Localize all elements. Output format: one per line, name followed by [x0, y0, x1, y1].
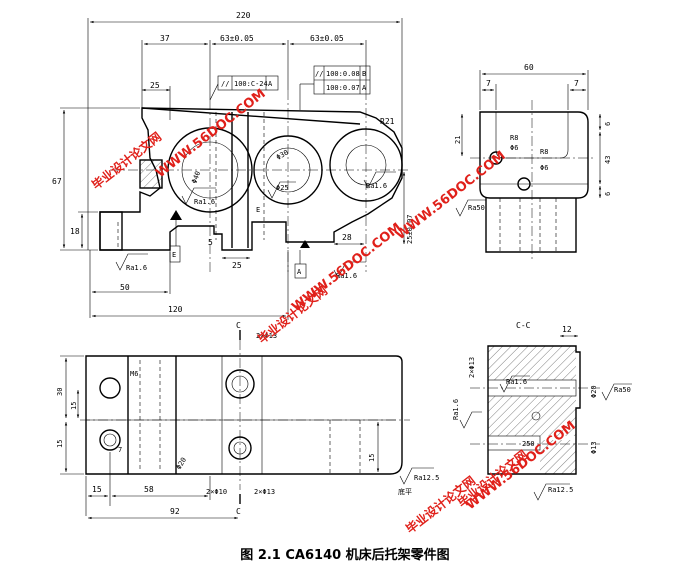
svg-text:Ra1.6: Ra1.6: [194, 198, 215, 206]
dim-7: 7: [118, 446, 122, 454]
svg-text:100:0.07: 100:0.07: [326, 84, 360, 92]
svg-text://: //: [221, 80, 229, 88]
svg-text:100:C-24: 100:C-24: [234, 80, 268, 88]
phi-20-sec: Φ20: [590, 385, 598, 398]
dim-18: 18: [70, 227, 80, 236]
label-m6: M6: [130, 370, 138, 378]
watermark-url-2: WWW.56DOC.COM: [393, 148, 508, 243]
phi-13-top: 2×Φ13: [256, 332, 277, 340]
dim-220: 220: [236, 11, 251, 20]
svg-text:Ra1.6: Ra1.6: [336, 272, 357, 280]
dim-28: 28: [342, 233, 352, 242]
dim-15b: 15: [70, 402, 78, 410]
section-title: C-C: [516, 321, 531, 330]
rough-125-sec: Ra12.5: [548, 486, 573, 494]
svg-text:Ra1.6: Ra1.6: [126, 264, 147, 272]
svg-text:Φ25: Φ25: [276, 184, 289, 192]
r8b: R8: [540, 148, 548, 156]
svg-text:A: A: [362, 84, 367, 92]
dim-43: 43: [604, 156, 612, 164]
phi-10: 2×Φ10: [206, 488, 227, 496]
rough-50-side: Ra50: [468, 204, 485, 212]
radius-r21: R21: [380, 117, 395, 126]
figure-caption: 图 2.1 CA6140 机床后托架零件图: [240, 548, 450, 563]
dim-6a: 6: [604, 122, 612, 126]
dim-58: 58: [144, 485, 154, 494]
plan-view: C C 30 15 15 7 15 58 92 15 2×Φ13 2×Φ10 2…: [56, 321, 439, 520]
dim-12: 12: [562, 325, 572, 334]
phi-13-bot: 2×Φ13: [254, 488, 275, 496]
dim-7a: 7: [486, 79, 491, 88]
dim-60: 60: [524, 63, 534, 72]
dim-37: 37: [160, 34, 170, 43]
roughness-symbols-front: Ra1.6 Ra1.6 Ra1.6 Ra1.6 Φ25: [115, 171, 396, 280]
datum-a: A: [297, 268, 302, 276]
rough-125-plan: Ra12.5: [414, 474, 439, 482]
dim-63b: 63±0.05: [310, 34, 344, 43]
label-sq: 底平: [398, 487, 412, 496]
dim-120: 120: [168, 305, 183, 314]
dim-50: 50: [120, 283, 130, 292]
svg-text://: //: [315, 70, 323, 78]
section-cc: C-C 12 2×Φ13 Φ20 Φ13 250 Ra1.6 Ra50 Ra1.…: [452, 321, 632, 501]
dim-92: 92: [170, 507, 180, 516]
dim-25-bottom: 25: [232, 261, 242, 270]
watermarks: WWW.56DOC.COM 毕业设计论文网 WWW.56DOC.COM WWW.…: [89, 86, 579, 536]
svg-text:B: B: [362, 70, 366, 78]
phi6a: Φ6: [510, 144, 518, 152]
svg-text:A: A: [268, 80, 273, 88]
dim-63a: 63±0.05: [220, 34, 254, 43]
dim-30: 30: [56, 388, 64, 396]
dim-25-007: 25±0.07: [406, 214, 414, 244]
section-c-bottom: C: [236, 507, 241, 516]
dim-67: 67: [52, 177, 62, 186]
dim-5: 5: [208, 238, 213, 247]
phi-30: Φ30: [275, 148, 290, 161]
svg-text:Ra1.6: Ra1.6: [366, 182, 387, 190]
phi-13-sec: 2×Φ13: [468, 357, 476, 378]
label-e: E: [256, 206, 260, 214]
phi-13b-sec: Φ13: [590, 441, 598, 454]
rough-63-sec: Ra1.6: [452, 399, 460, 420]
datum-e: E: [172, 251, 176, 259]
dim-15c: 15: [92, 485, 102, 494]
rough-50-sec: Ra50: [614, 386, 631, 394]
dim-15a: 15: [56, 440, 64, 448]
front-view: 220 37 63±0.05 63±0.05 25 67 18 50 120 2…: [52, 11, 414, 320]
datum-symbols: E A E: [169, 206, 310, 279]
dim-250: 250: [522, 440, 535, 448]
phi6b: Φ6: [540, 164, 548, 172]
r8a: R8: [510, 134, 518, 142]
side-view: 60 7 7 21 6 43 6 R8 Φ6 R8 Φ6 Ra50: [454, 63, 612, 262]
dim-25-top: 25: [150, 81, 160, 90]
technical-drawing: 220 37 63±0.05 63±0.05 25 67 18 50 120 2…: [52, 11, 632, 536]
watermark-school-2: 毕业设计论文网: [255, 283, 330, 347]
dim-6b: 6: [604, 192, 612, 196]
dim-7b: 7: [574, 79, 579, 88]
dim-21: 21: [454, 136, 462, 144]
rough-16-sec: Ra1.6: [506, 378, 527, 386]
tolerance-frame-1: // 100:C-24 A: [209, 75, 279, 101]
phi-20-plan: Φ20: [175, 456, 188, 471]
tolerance-frame-2: // 100:0.08 B 100:0.07 A: [299, 65, 371, 110]
dim-15d: 15: [368, 454, 376, 462]
svg-text:100:0.08: 100:0.08: [326, 70, 360, 78]
phi-40: Φ40: [190, 170, 202, 185]
section-c-top: C: [236, 321, 241, 330]
